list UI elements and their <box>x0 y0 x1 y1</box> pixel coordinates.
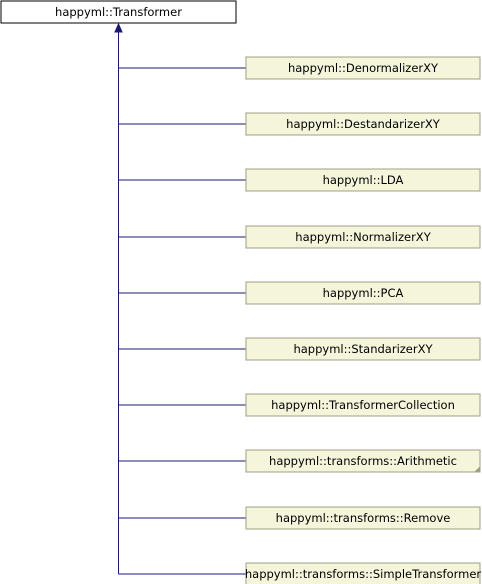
derived-class-node[interactable]: happyml::LDA <box>245 168 481 192</box>
base-class-box[interactable] <box>0 0 237 24</box>
base-class-label: happyml::Transformer <box>55 5 182 19</box>
derived-class-box[interactable] <box>245 337 481 361</box>
edges <box>114 22 246 575</box>
derived-class-box[interactable] <box>245 393 481 417</box>
derived-class-box[interactable] <box>245 112 481 136</box>
derived-class-box[interactable] <box>245 168 481 192</box>
derived-class-node[interactable]: happyml::PCA <box>245 281 481 305</box>
derived-class-label: happyml::NormalizerXY <box>295 230 431 244</box>
derived-class-box[interactable] <box>245 56 481 80</box>
derived-class-box[interactable] <box>245 562 481 584</box>
base-class-node[interactable]: happyml::Transformer <box>0 0 237 24</box>
derived-class-node[interactable]: happyml::transforms::SimpleTransformer <box>245 562 482 584</box>
derived-class-label: happyml::DenormalizerXY <box>288 61 439 75</box>
derived-class-label: happyml::transforms::SimpleTransformer <box>245 567 482 581</box>
derived-class-node[interactable]: happyml::transforms::Arithmetic <box>245 449 481 473</box>
derived-class-label: happyml::PCA <box>323 286 404 300</box>
derived-class-label: happyml::TransformerCollection <box>271 398 455 412</box>
inheritance-arrowhead <box>114 22 123 33</box>
folded-corner-mark <box>473 465 481 473</box>
derived-class-label: happyml::DestandarizerXY <box>286 117 441 131</box>
derived-class-node[interactable]: happyml::DenormalizerXY <box>245 56 481 80</box>
derived-class-node[interactable]: happyml::StandarizerXY <box>245 337 481 361</box>
derived-class-label: happyml::transforms::Arithmetic <box>269 454 457 468</box>
derived-class-node[interactable]: happyml::TransformerCollection <box>245 393 481 417</box>
derived-class-box[interactable] <box>245 225 481 249</box>
derived-class-node[interactable]: happyml::transforms::Remove <box>245 506 481 530</box>
derived-class-node[interactable]: happyml::DestandarizerXY <box>245 112 481 136</box>
derived-class-box[interactable] <box>245 281 481 305</box>
derived-class-label: happyml::StandarizerXY <box>293 342 433 356</box>
derived-class-box[interactable] <box>245 506 481 530</box>
derived-class-node[interactable]: happyml::NormalizerXY <box>245 225 481 249</box>
derived-class-label: happyml::LDA <box>323 173 404 187</box>
derived-class-box[interactable] <box>245 449 481 473</box>
derived-class-label: happyml::transforms::Remove <box>276 511 451 525</box>
